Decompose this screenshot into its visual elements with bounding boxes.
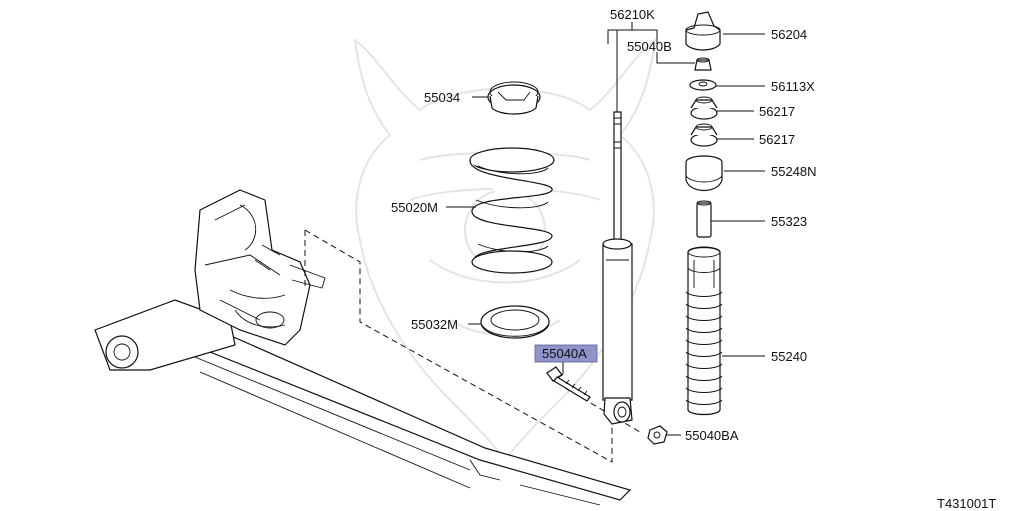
upper-spring-seat-55034 — [487, 81, 541, 115]
label-56210K[interactable]: 56210K — [610, 7, 655, 22]
label-55248N[interactable]: 55248N — [771, 164, 817, 179]
mount-rubber-56204 — [685, 11, 721, 51]
label-55032M[interactable]: 55032M — [411, 317, 458, 332]
lower-spring-seat-55032M — [480, 305, 550, 339]
label-55323[interactable]: 55323 — [771, 214, 807, 229]
label-55040A[interactable]: 55040A — [542, 346, 587, 361]
sleeve-55323 — [696, 200, 712, 238]
coil-spring-55020M — [469, 147, 555, 274]
part-labels: 56210K 55040B 56204 56113X 56217 56217 5… — [391, 7, 996, 511]
nut-55040B — [694, 57, 712, 71]
label-56217-upper[interactable]: 56217 — [759, 104, 795, 119]
bolt-55040A — [546, 366, 591, 402]
label-56204[interactable]: 56204 — [771, 27, 807, 42]
washer-56113X — [689, 79, 717, 91]
label-56113X[interactable]: 56113X — [771, 79, 815, 94]
label-55040BA[interactable]: 55040BA — [685, 428, 739, 443]
label-55040B[interactable]: 55040B — [627, 39, 672, 54]
diagram-code: T431001T — [937, 496, 996, 511]
dust-boot-55240 — [685, 246, 723, 416]
mount-55248N — [685, 155, 723, 192]
axle-beam-assembly — [94, 189, 632, 506]
bushing-56217-upper — [690, 96, 718, 120]
nut-55040BA — [647, 425, 668, 445]
label-56217-lower[interactable]: 56217 — [759, 132, 795, 147]
label-55020M[interactable]: 55020M — [391, 200, 438, 215]
bushing-56217-lower — [690, 123, 718, 147]
leader-lines — [446, 22, 765, 436]
label-55240[interactable]: 55240 — [771, 349, 807, 364]
label-55034[interactable]: 55034 — [424, 90, 460, 105]
selected-part-highlight[interactable] — [534, 344, 598, 363]
shock-absorber-56210K — [602, 111, 633, 425]
